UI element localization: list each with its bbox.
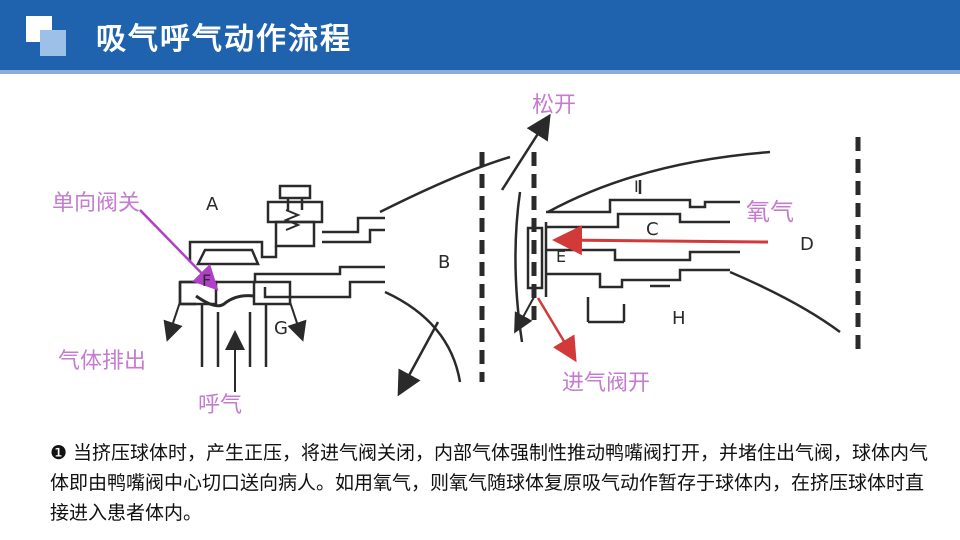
bag-return-arrow [397, 321, 440, 397]
letter-E: E [556, 247, 566, 266]
bag-wall-left-lower [384, 290, 462, 383]
label-oxygen: 氧气 [746, 198, 794, 226]
label-release: 松开 [532, 93, 576, 118]
page-title: 吸气呼气动作流程 [96, 22, 352, 57]
bag-wall-right-upper [547, 150, 771, 214]
letter-D: D [800, 234, 814, 255]
bag-wall-left [379, 155, 511, 214]
diagram-canvas: 单向阀关 气体排出 呼气 A B F G [52, 93, 861, 418]
numbered-bullet: ❶ [50, 442, 68, 464]
letter-B: B [438, 252, 450, 273]
label-valve-closed: 单向阀关 [52, 191, 140, 216]
letter-F: F [202, 271, 211, 290]
exhaust-arrow-left [163, 301, 183, 342]
letter-G: G [274, 318, 288, 339]
letter-C: C [646, 219, 659, 240]
release-arrow [500, 113, 551, 191]
letter-H: H [672, 308, 686, 329]
stacked-squares-icon [26, 16, 66, 56]
intake-air-arrow [514, 296, 535, 334]
intake-valve-assembly [526, 180, 740, 324]
exhaust-arrow-right [287, 301, 307, 342]
description-text: 当挤压球体时，产生正压，将进气阀关闭，内部气体强制性推动鸭嘴阀打开，并堵住出气阀… [50, 442, 929, 524]
label-gas-exhaust: 气体排出 [58, 349, 146, 374]
oxygen-flow-arrow [552, 225, 769, 256]
bag-wall-right-lower [729, 270, 841, 334]
intake-open-arrow [536, 297, 577, 363]
label-intake-open: 进气阀开 [562, 371, 650, 396]
label-exhale: 呼气 [198, 393, 242, 418]
exhale-valve-assembly [178, 184, 385, 367]
letter-A: A [206, 194, 219, 215]
header-bar: 吸气呼气动作流程 [0, 0, 960, 70]
letter-I: I [634, 177, 639, 196]
header-divider [0, 70, 960, 74]
resuscitator-valve-diagram: 单向阀关 气体排出 呼气 A B F G [40, 82, 910, 432]
valve-closed-pointer [139, 209, 219, 291]
